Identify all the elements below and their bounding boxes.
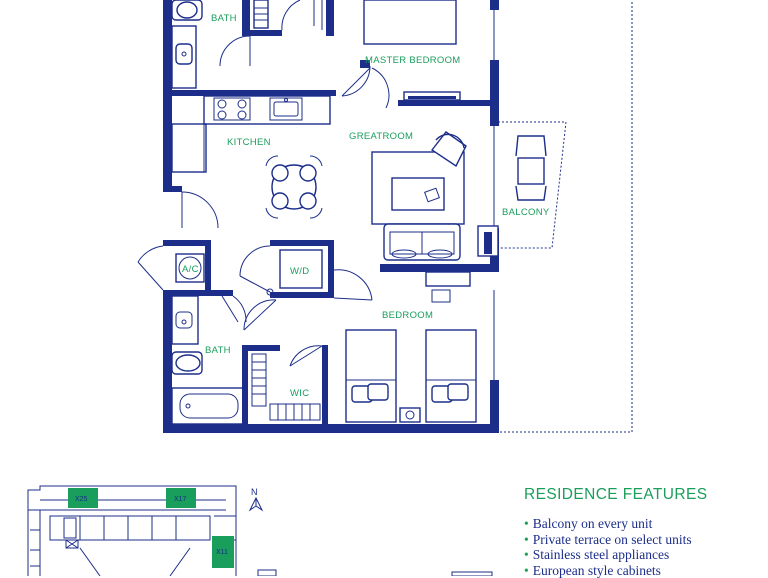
feature-item: Private terrace on select units <box>524 532 764 548</box>
residence-features: RESIDENCE FEATURES Balcony on every unit… <box>524 486 764 578</box>
ac-label: A/C <box>182 264 199 275</box>
unit-x17-highlight <box>166 488 196 508</box>
top-bath-fixtures <box>171 0 323 89</box>
feature-item: Balcony on every unit <box>524 516 764 532</box>
bedroom-label: BEDROOM <box>382 310 433 321</box>
bath-top-label: BATH <box>211 13 237 24</box>
balcony-outline <box>498 0 633 433</box>
wic-label: WIC <box>290 388 309 399</box>
features-list: Balcony on every unit Private terrace on… <box>524 516 764 578</box>
bottom-bath-fixtures <box>171 295 245 425</box>
hall-doors <box>221 269 373 367</box>
living-furniture <box>371 131 471 303</box>
wic-shelves <box>251 353 321 421</box>
unit-x25-label: X25 <box>75 496 88 503</box>
features-title: RESIDENCE FEATURES <box>524 486 708 503</box>
feature-item: Stainless steel appliances <box>524 547 764 563</box>
north-arrow-icon <box>248 496 264 512</box>
unit-x11-label: X11 <box>216 549 228 556</box>
unit-x25-highlight <box>68 488 98 508</box>
dining-table <box>265 155 323 219</box>
walls <box>163 0 499 433</box>
kitchen-label: KITCHEN <box>227 137 271 148</box>
kitchen-fixtures <box>171 95 331 229</box>
window-frames <box>477 10 499 380</box>
bath-bottom-label: BATH <box>205 345 231 356</box>
unit-x17-label: X17 <box>174 496 187 503</box>
ac-unit <box>137 245 205 291</box>
balcony-furniture <box>515 135 547 201</box>
key-plan <box>27 485 493 576</box>
unit-x11-highlight <box>212 536 234 568</box>
master-bedroom-label: MASTER BEDROOM <box>365 55 461 66</box>
twin-beds <box>345 329 477 423</box>
north-label: N <box>251 487 258 497</box>
feature-item: European style cabinets <box>524 563 764 578</box>
greatroom-label: GREATROOM <box>349 131 413 142</box>
balcony-label: BALCONY <box>502 207 550 218</box>
master-bedroom-fixtures <box>341 0 461 109</box>
washer-dryer <box>239 245 323 296</box>
wd-label: W/D <box>290 266 309 277</box>
